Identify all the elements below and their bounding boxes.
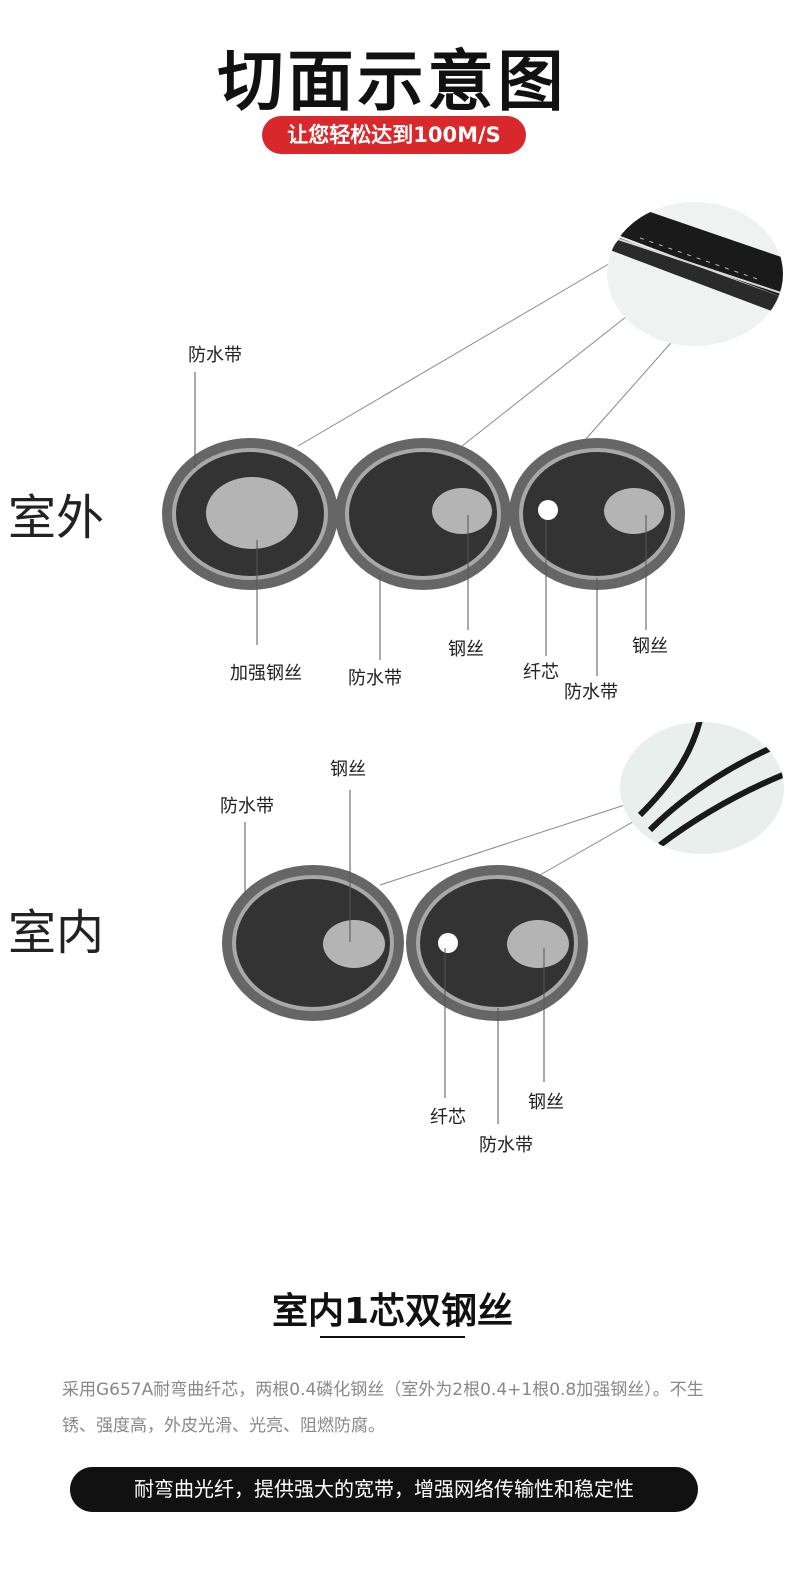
strength-wire	[206, 477, 298, 549]
zoom-leader-line	[379, 799, 641, 886]
indoor-zoom-photo	[620, 722, 784, 854]
feature-banner: 耐弯曲光纤，提供强大的宽带，增强网络传输性和稳定性	[70, 1467, 698, 1512]
outdoor-zoom-photo	[607, 202, 783, 346]
title-underline	[320, 1336, 465, 1338]
outdoor-cable-left	[162, 438, 338, 590]
zoom-leader-line	[539, 811, 651, 876]
outdoor-label-wire-right: 钢丝	[632, 636, 668, 657]
indoor-label-tape-bottom: 防水带	[479, 1135, 533, 1156]
outdoor-label-tape-mid: 防水带	[348, 668, 402, 689]
steel-wire	[323, 920, 385, 968]
outdoor-label-fiber: 纤芯	[523, 662, 559, 683]
product-description: 采用G657A耐弯曲纤芯，两根0.4磷化钢丝（室外为2根0.4+1根0.8加强钢…	[62, 1380, 704, 1436]
indoor-label-tape-top: 防水带	[220, 796, 274, 817]
outdoor-section-label: 室外	[8, 490, 105, 546]
fiber-core	[438, 933, 458, 953]
page-title: 切面示意图	[217, 43, 568, 120]
cross-section-diagram	[162, 202, 784, 1124]
outdoor-cable-right	[509, 438, 685, 590]
outdoor-label-tape-top: 防水带	[188, 345, 242, 366]
steel-wire	[604, 488, 664, 534]
outdoor-cable-middle	[335, 438, 511, 590]
steel-wire	[432, 488, 492, 534]
indoor-label-wire-top: 钢丝	[330, 759, 366, 780]
indoor-label-fiber: 纤芯	[430, 1107, 466, 1128]
zoom-leader-line	[297, 261, 613, 447]
zoom-leader-line	[461, 297, 651, 447]
indoor-cable-right	[406, 865, 588, 1021]
steel-wire	[507, 920, 569, 968]
subtitle-badge: 让您轻松达到100M/S	[262, 116, 526, 154]
indoor-section-label: 室内	[8, 905, 105, 961]
outdoor-label-tape-right: 防水带	[564, 682, 618, 703]
indoor-label-wire-right: 钢丝	[528, 1092, 564, 1113]
outdoor-label-wire-mid: 钢丝	[448, 639, 484, 660]
product-title: 室内1芯双钢丝	[271, 1291, 514, 1332]
indoor-cable-left	[222, 865, 404, 1021]
fiber-core	[538, 500, 558, 520]
outdoor-label-strength-wire: 加强钢丝	[230, 663, 302, 684]
